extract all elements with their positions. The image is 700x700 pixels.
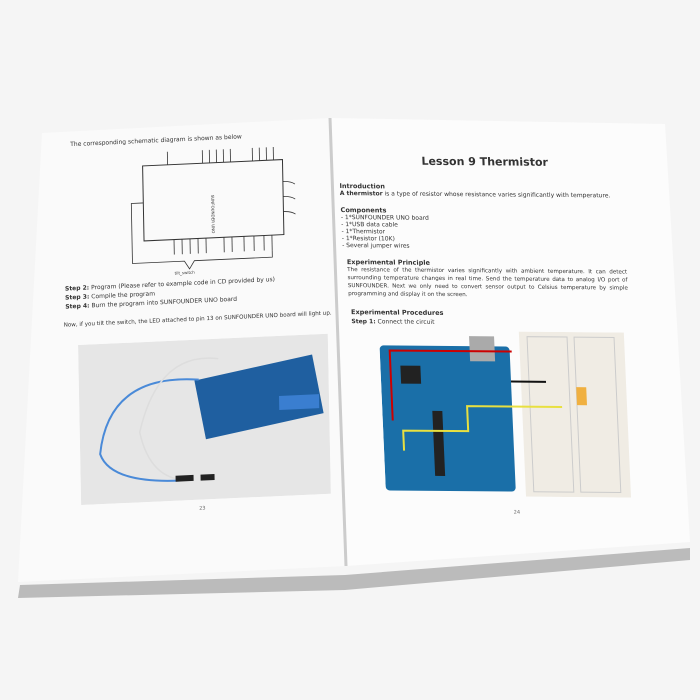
step-label: Step 1: — [351, 318, 376, 326]
step-1: Step 1: Connect the circuit — [351, 318, 434, 327]
page-number: 23 — [199, 505, 206, 512]
left-page-content: The corresponding schematic diagram is s… — [52, 121, 345, 544]
step-text: Connect the circuit — [377, 318, 435, 326]
uno-board-illustration — [379, 345, 516, 492]
tilt-note: Now, if you tilt the switch, the LED att… — [63, 310, 332, 329]
component-item: - Several jumper wires — [341, 242, 410, 250]
lesson-title: Lesson 9 Thermistor — [421, 154, 549, 169]
right-page-content: Lesson 9 Thermistor Introduction A therm… — [335, 128, 683, 551]
step-label: Step 2: — [64, 284, 90, 293]
schematic-board-label: SUNFOUNDER UNO — [210, 195, 216, 234]
schematic-diagram: SUNFOUNDER UNO tilt_switch — [130, 146, 296, 276]
book-spine — [328, 117, 348, 567]
circuit-diagram — [379, 331, 632, 498]
intro-bold: A thermistor — [339, 190, 383, 198]
step-label: Step 3: — [65, 293, 90, 302]
board-photo — [78, 333, 331, 506]
switch-label: tilt_switch — [175, 270, 196, 276]
page-number: 24 — [513, 509, 521, 516]
intro-body: is a type of resistor whose resistance v… — [382, 190, 611, 200]
step-label: Step 4: — [65, 302, 90, 311]
intro-text: A thermistor is a type of resistor whose… — [340, 190, 611, 200]
book-cover-edge — [18, 548, 690, 598]
procedures-heading: Experimental Procedures — [350, 308, 444, 317]
principle-text: The resistance of the thermistor varies … — [347, 267, 629, 299]
